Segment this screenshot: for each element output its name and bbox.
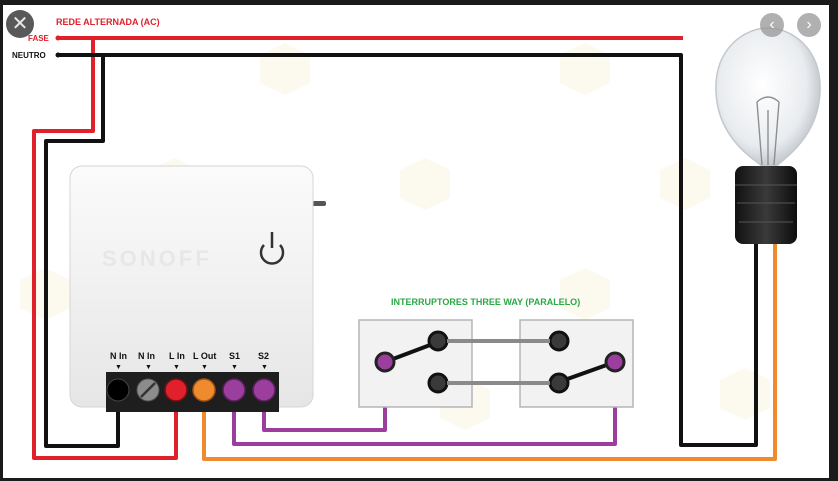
terminal-s1 (222, 378, 246, 402)
close-button[interactable]: ✕ (6, 10, 34, 38)
terminal-marker: ▼ (201, 364, 208, 371)
switch-links (447, 339, 550, 385)
sonoff-device: SONOFF N In N In L In L Out S1 S2 ▼ ▼ ▼ … (69, 165, 326, 412)
switch-terminal-bottom (548, 372, 570, 394)
diagram-title: REDE ALTERNADA (AC) (56, 17, 160, 27)
terminal-markers: ▼ ▼ ▼ ▼ ▼ ▼ (115, 364, 268, 371)
terminal-l-in (164, 378, 188, 402)
terminal-label: N In (110, 351, 127, 361)
terminal-label: S1 (229, 351, 240, 361)
switch-terminal-top (427, 330, 449, 352)
terminal-label: S2 (258, 351, 269, 361)
terminal-marker: ▼ (173, 364, 180, 371)
terminal-s2 (252, 378, 276, 402)
terminal-l-out (192, 378, 216, 402)
terminal-marker: ▼ (261, 364, 268, 371)
close-icon: ✕ (11, 13, 29, 35)
terminal-labels: N In N In L In L Out S1 S2 (110, 351, 269, 361)
terminal-label: L In (169, 351, 185, 361)
terminal-n-in-1 (106, 378, 130, 402)
chevron-left-icon: ‹ (769, 16, 775, 33)
terminal-n-in-2 (136, 378, 160, 402)
phase-dot (55, 35, 61, 41)
phase-label: FASE (28, 34, 50, 43)
neutral-wire (44, 53, 758, 448)
terminal-marker: ▼ (115, 364, 122, 371)
power-button-icon (259, 232, 285, 265)
switch-terminal-top (548, 330, 570, 352)
terminal-label: N In (138, 351, 155, 361)
terminal-marker: ▼ (231, 364, 238, 371)
phase-wire (32, 36, 683, 460)
terminal-marker: ▼ (145, 364, 152, 371)
previous-image-button[interactable]: ‹ (760, 13, 784, 37)
device-brand: SONOFF (102, 246, 212, 271)
switch-left (358, 319, 473, 408)
next-image-button[interactable]: › (797, 13, 821, 37)
light-bulb-icon (715, 27, 821, 244)
chevron-right-icon: › (806, 16, 812, 33)
switches-label: INTERRUPTORES THREE WAY (PARALELO) (391, 297, 580, 307)
device-antenna (312, 201, 326, 206)
switch-terminal-common (374, 351, 396, 373)
device-body (69, 165, 314, 408)
switch-terminal-bottom (427, 372, 449, 394)
lamp-return-wire (202, 240, 777, 461)
switch-right (519, 319, 634, 408)
neutral-dot (55, 52, 61, 58)
terminal-label: L Out (193, 351, 216, 361)
switch-terminal-common (604, 351, 626, 373)
lamp-socket (735, 166, 797, 244)
neutral-label: NEUTRO (12, 51, 46, 60)
